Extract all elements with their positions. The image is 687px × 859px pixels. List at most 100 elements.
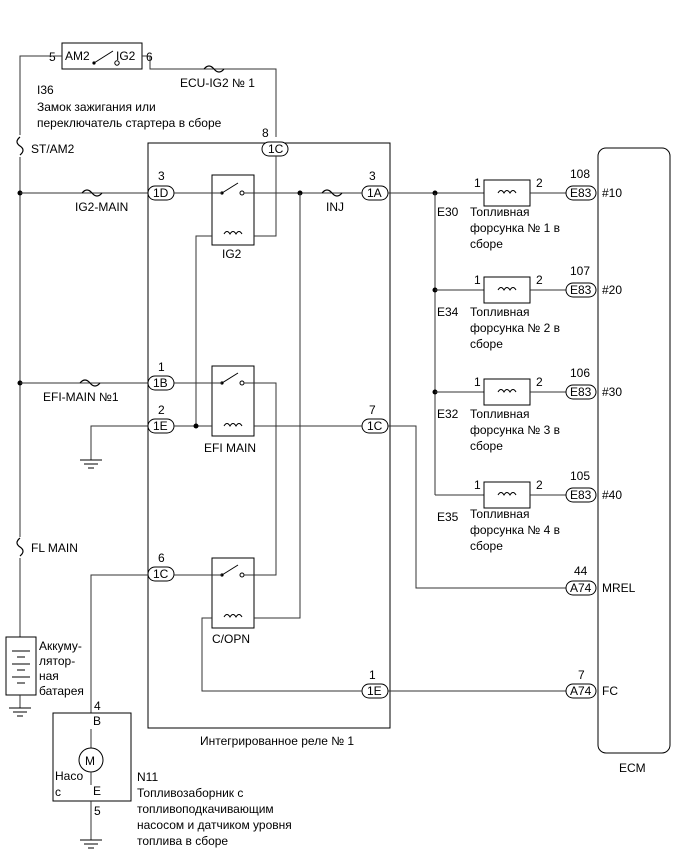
ign-name-line1: Замок зажигания или: [37, 100, 156, 114]
inj3-signal: #30: [602, 385, 622, 399]
inj2-name2: форсунка № 2 в: [470, 321, 560, 335]
fuse-fl-main-label: FL MAIN: [31, 541, 78, 555]
inj1-name1: Топливная: [470, 205, 529, 219]
injector-4: 1 2 E35 Топливная форсунка № 4 в сборе 1…: [437, 469, 622, 553]
inj2-name3: сборе: [470, 337, 503, 351]
relay-block-label: Интегрированное реле № 1: [200, 734, 354, 748]
conn-1c-left-pin: 6: [158, 551, 165, 565]
inj4-name1: Топливная: [470, 507, 529, 521]
fuse-ig2-main-symbol: [81, 189, 103, 197]
inj2-signal: #20: [602, 283, 622, 297]
fuse-ecu-ig2-label: ECU-IG2 № 1: [180, 76, 255, 90]
inj4-name2: форсунка № 4 в: [470, 523, 560, 537]
conn-1a: 1A: [367, 186, 382, 200]
ecm-label: ECM: [619, 761, 646, 775]
inj4-code: E35: [437, 510, 459, 524]
inj4-signal: #40: [602, 488, 622, 502]
fuse-efi-main-symbol: [79, 379, 101, 387]
pump-word1: Насо: [55, 769, 83, 783]
inj4-pin-out: 2: [536, 478, 543, 492]
inj4-ecm-pin: 105: [570, 469, 590, 483]
pump-term-e: E: [93, 784, 101, 798]
inj3-name1: Топливная: [470, 407, 529, 421]
inj2-pin-in: 1: [474, 273, 481, 287]
inj1-name3: сборе: [470, 237, 503, 251]
fuse-st-am2-symbol: [16, 136, 24, 156]
relay-efi-main-label: EFI MAIN: [204, 441, 256, 455]
mrel-pin: 44: [574, 564, 588, 578]
conn-1e-left: 1E: [153, 419, 168, 433]
pump-term-b: B: [93, 714, 101, 728]
inj2-code: E34: [437, 305, 459, 319]
fuse-ig2-main-label: IG2-MAIN: [75, 200, 128, 214]
conn-1c-top: 1C: [268, 142, 284, 156]
pump-pin-top: 4: [94, 699, 101, 713]
inj3-pin-in: 1: [474, 375, 481, 389]
conn-1b: 1B: [153, 376, 168, 390]
fuse-st-am2-label: ST/AM2: [31, 142, 75, 156]
mrel-conn: A74: [570, 581, 592, 595]
mrel-signal: MREL: [602, 581, 636, 595]
inj3-name2: форсунка № 3 в: [470, 423, 560, 437]
battery-line4: батарея: [39, 684, 84, 698]
conn-1e-bottom-pin: 1: [369, 668, 376, 682]
inj2-conn: E83: [570, 283, 592, 297]
pump-name-line2: топливоподкачивающим: [137, 802, 274, 816]
conn-1d-pin: 3: [158, 169, 165, 183]
inj1-code: E30: [437, 205, 459, 219]
fc-signal: FC: [602, 684, 618, 698]
ign-name-line2: переключатель стартера в сборе: [37, 116, 222, 130]
inj3-code: E32: [437, 407, 459, 421]
fuse-inj-label: INJ: [326, 200, 344, 214]
inj2-ecm-pin: 107: [570, 264, 590, 278]
fuse-inj-symbol: [321, 189, 343, 197]
injector-3: 1 2 E32 Топливная форсунка № 3 в сборе 1…: [437, 366, 622, 453]
inj1-pin-out: 2: [536, 176, 543, 190]
conn-1c-mid-pin: 7: [369, 403, 376, 417]
conn-1c-top-pin: 8: [262, 126, 269, 140]
pump-name-line1: Топливозаборник с: [137, 786, 243, 800]
inj1-signal: #10: [602, 186, 622, 200]
inj3-name3: сборе: [470, 439, 503, 453]
inj4-conn: E83: [570, 488, 592, 502]
conn-1e-bottom: 1E: [367, 684, 382, 698]
fuse-fl-main-symbol: [16, 537, 24, 557]
conn-1a-pin: 3: [369, 169, 376, 183]
ign-term-am2: AM2: [65, 49, 90, 63]
battery-line1: Аккуму-: [39, 639, 82, 653]
fuel-pump: 4 B M E Насо с 5 N11 Топливозаборник с т…: [52, 574, 292, 849]
inj2-name1: Топливная: [470, 305, 529, 319]
ignition-switch: 5 6 AM2 IG2 I36 Замок зажигания или пере…: [37, 42, 222, 130]
conn-1d: 1D: [153, 186, 169, 200]
integrated-relay-block: Интегрированное реле № 1 1C 8 1D 3 1A 3 …: [147, 126, 391, 748]
inj3-conn: E83: [570, 385, 592, 399]
fc-conn: A74: [570, 684, 592, 698]
pump-code: N11: [137, 770, 158, 784]
conn-1c-mid: 1C: [367, 419, 383, 433]
battery: Аккуму- лятор- ная батарея: [5, 636, 84, 698]
ign-code: I36: [37, 83, 54, 97]
ign-pin-left: 5: [49, 50, 56, 64]
inj1-name2: форсунка № 1 в: [470, 221, 560, 235]
inj4-name3: сборе: [470, 539, 503, 553]
ign-term-ig2: IG2: [116, 49, 136, 63]
conn-1b-pin: 1: [158, 360, 165, 374]
injector-1: 1 2 E30 Топливная форсунка № 1 в сборе 1…: [437, 167, 622, 251]
conn-1e-left-pin: 2: [158, 403, 165, 417]
pump-word2: с: [55, 785, 61, 799]
pump-name-line4: топлива в сборе: [137, 834, 228, 848]
battery-line3: ная: [39, 669, 59, 683]
fc-pin: 7: [578, 668, 585, 682]
pump-pin-bottom: 5: [94, 804, 101, 818]
conn-1c-left: 1C: [153, 567, 169, 581]
inj3-ecm-pin: 106: [570, 366, 590, 380]
fuse-efi-main-label: EFI-MAIN №1: [43, 390, 119, 404]
inj1-pin-in: 1: [474, 176, 481, 190]
inj2-pin-out: 2: [536, 273, 543, 287]
relay-copn-label: C/OPN: [212, 632, 250, 646]
inj1-ecm-pin: 108: [570, 167, 590, 181]
ecm: ECM 44 A74 MREL 7 A74 FC: [388, 147, 671, 775]
injector-2: 1 2 E34 Топливная форсунка № 2 в сборе 1…: [437, 264, 622, 351]
